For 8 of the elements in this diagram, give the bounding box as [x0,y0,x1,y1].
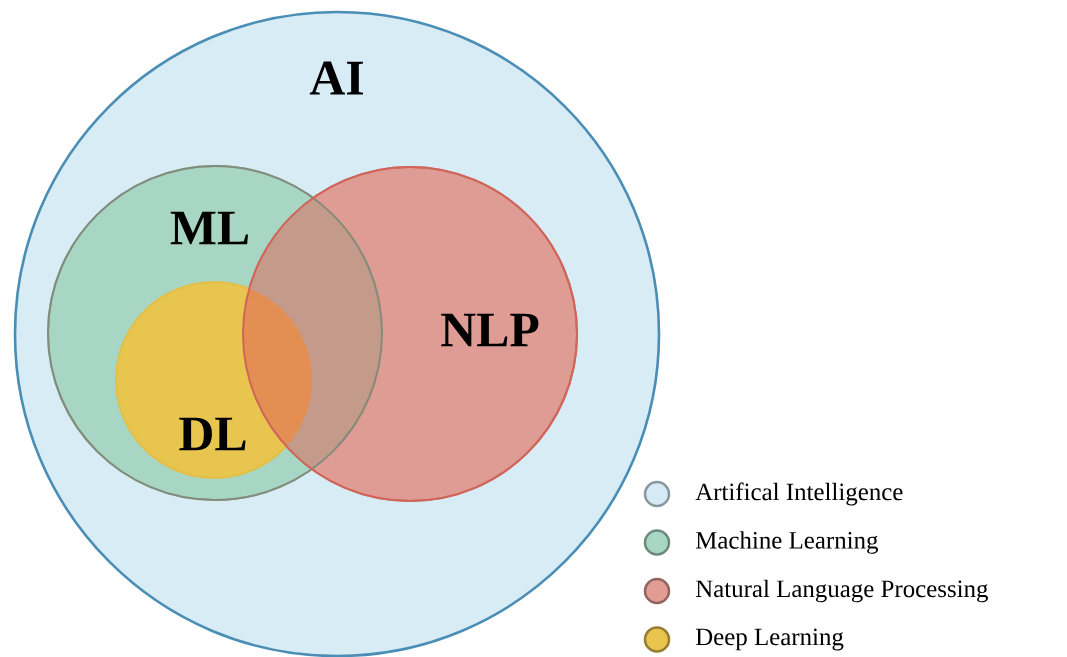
circle-label: NLP [441,313,539,347]
legend-label: Deep Learning [695,628,844,651]
circle-label: AI [309,61,363,95]
circle-label: DL [179,417,246,451]
legend-label: Artifical Intelligence [695,482,903,506]
circle-label: ML [170,211,249,245]
legend-label: Natural Language Processing [695,579,988,603]
legend-label: Machine Learning [695,531,878,554]
